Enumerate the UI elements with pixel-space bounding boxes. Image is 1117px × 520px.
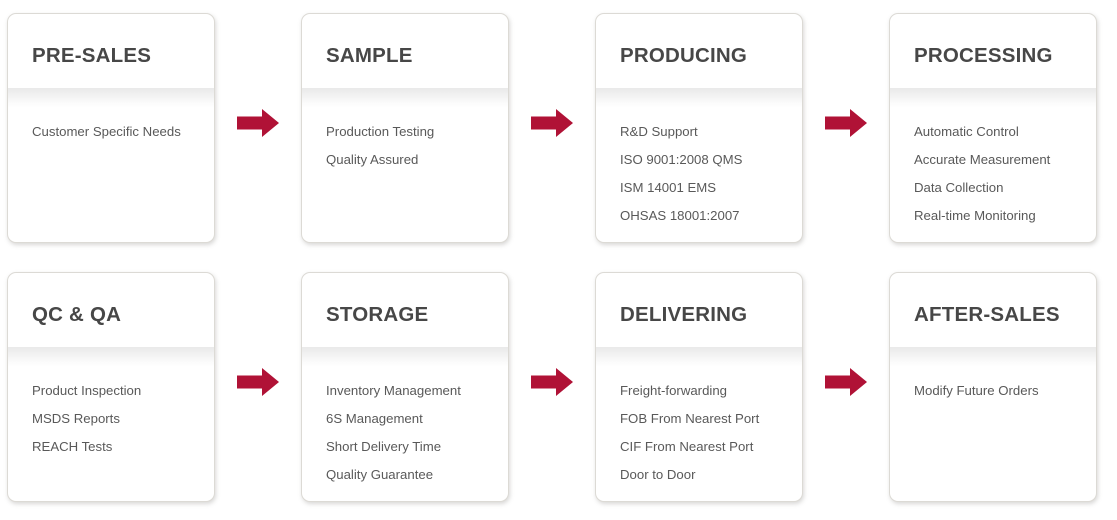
process-card-item: 6S Management (326, 411, 423, 426)
process-card-storage[interactable]: STORAGE Inventory Management 6S Management… (301, 272, 509, 502)
process-card-item: MSDS Reports (32, 411, 120, 426)
row-left-spacer (0, 13, 7, 14)
process-card-title: STORAGE (326, 303, 429, 326)
process-card-item: Production Testing (326, 124, 435, 139)
process-card-item: Inventory Management (326, 383, 461, 398)
process-arrow-cell (215, 13, 301, 243)
right-arrow-icon (531, 368, 573, 396)
process-card-item: Data Collection (914, 180, 1004, 195)
process-card-divider (890, 88, 1096, 108)
process-card-title: AFTER-SALES (914, 303, 1060, 326)
process-card-item: Product Inspection (32, 383, 142, 398)
process-arrow-cell (803, 272, 889, 502)
process-card-item: OHSAS 18001:2007 (620, 208, 740, 223)
process-card-item: Real-time Monitoring (914, 208, 1036, 223)
process-card-after-sales[interactable]: AFTER-SALES Modify Future Orders (889, 272, 1097, 502)
process-card-title: PROCESSING (914, 44, 1053, 67)
process-card-divider (302, 347, 508, 367)
process-card-item: Customer Specific Needs (32, 124, 181, 139)
process-arrow-cell (509, 272, 595, 502)
process-card-pre-sales[interactable]: PRE-SALES Customer Specific Needs (7, 13, 215, 243)
process-card-divider (890, 347, 1096, 367)
process-card-item: Quality Guarantee (326, 467, 434, 482)
right-arrow-icon (825, 109, 867, 137)
process-card-title: SAMPLE (326, 44, 413, 67)
process-card-divider (8, 88, 214, 108)
right-arrow-icon (237, 368, 279, 396)
process-card-item: Freight-forwarding (620, 383, 728, 398)
process-card-item: CIF From Nearest Port (620, 439, 754, 454)
process-card-title: PRE-SALES (32, 44, 152, 67)
process-card-title: DELIVERING (620, 303, 748, 326)
process-arrow-cell (803, 13, 889, 243)
process-card-item: Short Delivery Time (326, 439, 442, 454)
row-left-spacer (0, 272, 7, 273)
process-card-item-list: Customer Specific Needs (32, 118, 204, 146)
process-card-title: QC & QA (32, 303, 122, 326)
process-arrow-cell (215, 272, 301, 502)
process-arrow-cell (509, 13, 595, 243)
process-card-divider (596, 347, 802, 367)
process-card-divider (8, 347, 214, 367)
right-arrow-icon (237, 109, 279, 137)
process-card-item: Quality Assured (326, 152, 419, 167)
process-card-item-list: Modify Future Orders (914, 377, 1086, 405)
process-card-divider (596, 88, 802, 108)
right-arrow-icon (825, 368, 867, 396)
process-card-item: ISO 9001:2008 QMS (620, 152, 743, 167)
process-card-title: PRODUCING (620, 44, 748, 67)
process-flow-row-top: PRE-SALES Customer Specific Needs SAMPLE Pr… (0, 13, 1117, 243)
process-card-item: Automatic Control (914, 124, 1019, 139)
process-card-divider (302, 88, 508, 108)
process-card-item: ISM 14001 EMS (620, 180, 717, 195)
process-card-item: Accurate Measurement (914, 152, 1051, 167)
process-card-item: Modify Future Orders (914, 383, 1039, 398)
process-card-item: FOB From Nearest Port (620, 411, 760, 426)
process-card-item: REACH Tests (32, 439, 113, 454)
right-arrow-icon (531, 109, 573, 137)
process-card-item: R&D Support (620, 124, 698, 139)
process-card-item: Door to Door (620, 467, 696, 482)
